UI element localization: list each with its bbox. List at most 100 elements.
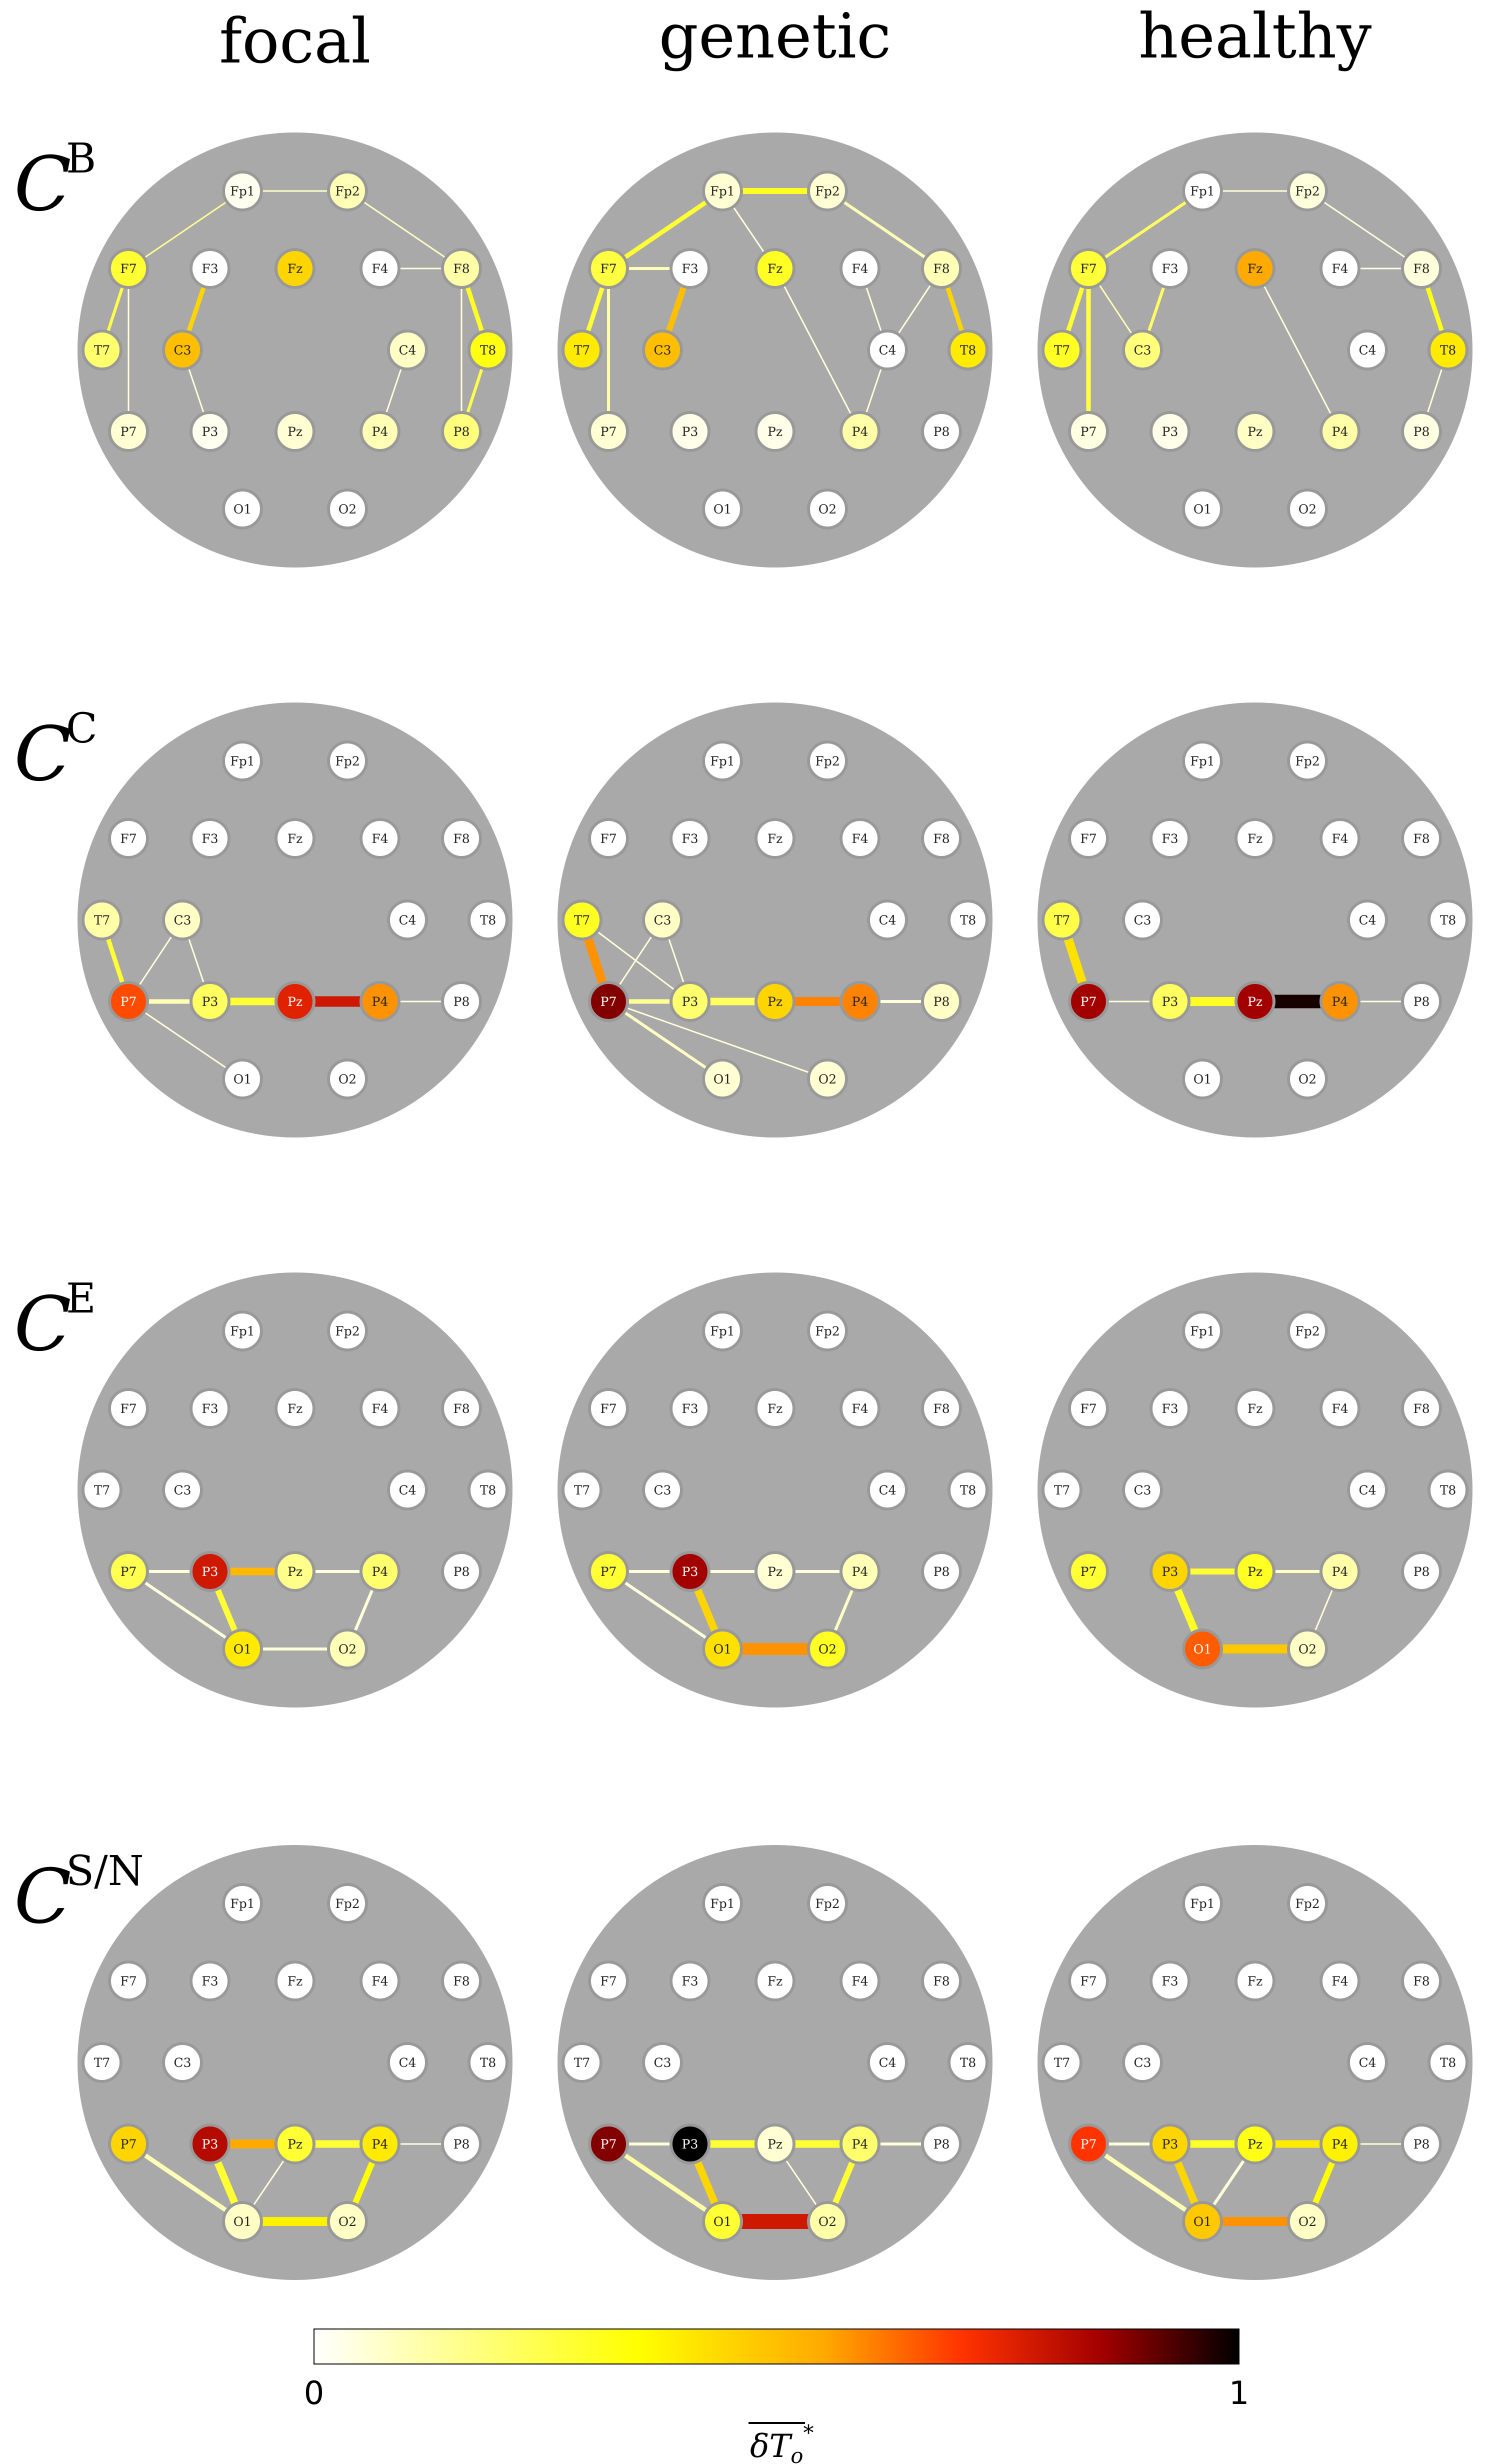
- electrode-label: F3: [202, 1402, 218, 1416]
- electrode-label: T7: [94, 343, 110, 358]
- electrode-O1: O1: [222, 1058, 263, 1100]
- svg-text:C: C: [14, 1854, 72, 1940]
- electrode-marker: [1150, 1388, 1190, 1429]
- electrode-marker: [1287, 2201, 1328, 2242]
- electrode-F4: F4: [360, 818, 400, 859]
- electrode-F4: F4: [1320, 248, 1360, 289]
- electrode-label: F7: [120, 1402, 136, 1416]
- electrode-label: Pz: [768, 2137, 782, 2152]
- electrode-marker: [1287, 1310, 1328, 1352]
- svg-text:C: C: [14, 711, 72, 798]
- electrode-marker: [162, 2042, 203, 2083]
- electrode-marker: [387, 2042, 428, 2083]
- edge-P7-O1: [128, 1000, 243, 1080]
- electrode-marker: [840, 1551, 880, 1592]
- head-disc: [1038, 1272, 1472, 1708]
- electrode-label: F8: [453, 1402, 470, 1416]
- electrode-marker: [190, 248, 230, 289]
- electrode-marker: [1287, 1628, 1328, 1670]
- electrode-marker: [222, 2201, 263, 2242]
- electrode-label: P3: [682, 424, 698, 439]
- electrode-marker: [588, 981, 629, 1022]
- electrode-O1: O1: [702, 1058, 743, 1100]
- electrode-C3: C3: [162, 900, 203, 940]
- electrode-C4: C4: [387, 900, 428, 940]
- electrode-F4: F4: [840, 248, 880, 289]
- electrode-label: Fz: [1248, 1974, 1263, 1988]
- electrode-F8: F8: [441, 818, 482, 859]
- colorbar-max-label: 1: [1229, 2375, 1250, 2412]
- electrode-marker: [108, 981, 149, 1022]
- electrode-marker: [190, 2124, 230, 2164]
- colorbar-gradient: [314, 2328, 1240, 2364]
- electrode-Fp1: Fp1: [702, 170, 743, 212]
- electrode-marker: [670, 411, 710, 452]
- electrode-label: F4: [852, 832, 868, 846]
- electrode-marker: [702, 1883, 743, 1924]
- electrode-Fp1: Fp1: [222, 740, 263, 782]
- electrode-marker: [642, 2042, 683, 2083]
- electrode-O2: O2: [1287, 1058, 1328, 1100]
- electrode-label: F8: [453, 832, 470, 846]
- electrode-label: C3: [654, 1483, 671, 1498]
- electrode-marker: [1234, 411, 1276, 452]
- electrode-marker: [1068, 818, 1109, 859]
- electrode-Fz: Fz: [274, 1960, 316, 2002]
- electrode-marker: [1182, 740, 1223, 782]
- electrode-Fz: Fz: [754, 248, 796, 289]
- electrode-marker: [702, 1310, 743, 1352]
- electrode-marker: [1320, 411, 1360, 452]
- row-label-e: C E: [14, 1275, 96, 1368]
- electrode-F7: F7: [108, 1960, 149, 2002]
- electrode-marker: [1320, 1551, 1360, 1592]
- electrode-F7: F7: [1068, 1960, 1109, 2002]
- electrode-Pz: Pz: [1234, 981, 1276, 1022]
- electrode-marker: [642, 330, 683, 370]
- electrode-Fp2: Fp2: [1287, 740, 1328, 782]
- electrode-C3: C3: [162, 2042, 203, 2083]
- electrode-label: Fz: [768, 1974, 783, 1988]
- electrode-Fz: Fz: [274, 818, 316, 859]
- electrode-label: F7: [120, 262, 136, 276]
- electrode-T8: T8: [948, 2042, 988, 2083]
- electrode-label: Fp1: [1190, 1324, 1214, 1338]
- electrode-label: F3: [682, 832, 698, 846]
- electrode-label: F3: [1162, 262, 1178, 276]
- electrode-label: O2: [1298, 2214, 1316, 2229]
- electrode-F3: F3: [1150, 1388, 1190, 1429]
- electrode-T7: T7: [562, 330, 602, 370]
- electrode-marker: [642, 1470, 683, 1510]
- row-label-c: C C: [14, 705, 98, 798]
- electrode-label: Fp2: [335, 754, 360, 768]
- electrode-P8: P8: [921, 981, 962, 1022]
- electrode-F3: F3: [190, 1388, 230, 1429]
- electrode-marker: [840, 818, 880, 859]
- electrode-P4: P4: [840, 981, 880, 1022]
- electrode-marker: [82, 2042, 122, 2083]
- electrode-C4: C4: [867, 2042, 908, 2083]
- electrode-label: F3: [682, 1974, 698, 1988]
- electrode-O2: O2: [327, 2201, 368, 2242]
- electrode-label: T8: [960, 1483, 976, 1498]
- electrode-C4: C4: [387, 330, 428, 370]
- electrode-marker: [1150, 411, 1190, 452]
- electrode-marker: [1068, 2124, 1109, 2164]
- electrode-label: F3: [202, 832, 218, 846]
- electrode-label: P7: [600, 2137, 617, 2152]
- electrode-marker: [162, 900, 203, 940]
- electrode-T7: T7: [1042, 900, 1082, 940]
- electrode-marker: [948, 330, 988, 370]
- electrode-F4: F4: [840, 1960, 880, 2002]
- electrode-marker: [921, 818, 962, 859]
- electrode-F8: F8: [441, 248, 482, 289]
- electrode-P4: P4: [360, 411, 400, 452]
- electrode-label: Pz: [288, 424, 302, 439]
- electrode-marker: [1150, 2124, 1190, 2164]
- electrode-label: P8: [934, 994, 950, 1009]
- electrode-marker: [807, 170, 848, 212]
- electrode-label: P3: [202, 994, 218, 1009]
- electrode-F4: F4: [1320, 1388, 1360, 1429]
- electrode-O1: O1: [222, 488, 263, 530]
